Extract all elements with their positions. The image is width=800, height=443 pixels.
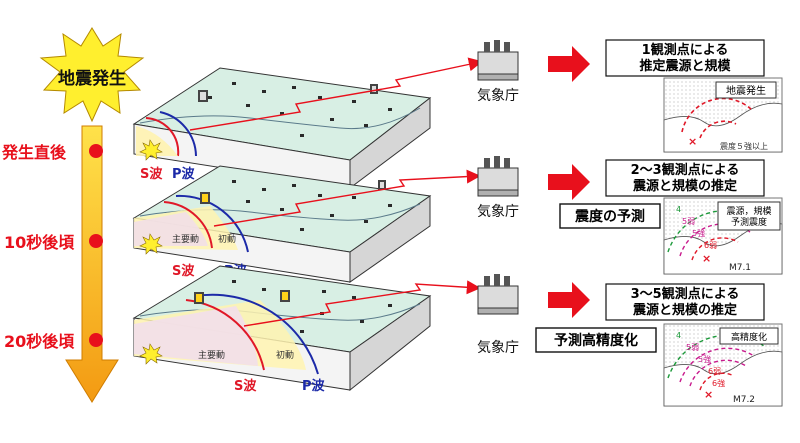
- prediction-box-3: 予測高精度化: [535, 327, 657, 353]
- main-motion-label-2: 主要動: [172, 233, 199, 245]
- p-wave-front-1: [159, 111, 197, 157]
- timeline-dot-1: [89, 144, 103, 158]
- p-wave-front-3: [195, 293, 319, 375]
- result-title-3-line-2: 震源と規模の推定: [632, 302, 737, 318]
- panel-2: 主要動 初動 S波 P波 気象庁 2～3観測点による 震源と規模の推定 震度の予…: [132, 156, 783, 283]
- map-level-2-b: 5弱: [682, 217, 695, 226]
- stage-label-3: 20秒後頃: [4, 332, 75, 351]
- timeline-dot-2: [89, 234, 103, 248]
- map-level-3-a: 4: [676, 331, 681, 340]
- initial-motion-label-3: 初動: [276, 349, 294, 361]
- result-arrow-1: [548, 46, 590, 82]
- prediction-label-3: 予測高精度化: [554, 332, 638, 349]
- seismometer-icon-3: [194, 292, 204, 304]
- map-level-3-b: 5弱: [686, 343, 699, 352]
- epicenter-icon-1: [139, 139, 163, 161]
- agency-label-2: 気象庁: [477, 204, 519, 220]
- p-wave-front-2: [175, 194, 249, 253]
- map-1: × 地震発生 震度５強以上: [663, 77, 783, 153]
- seismometer-icon-1b: [370, 84, 378, 94]
- map-badge-2: 震源，規模予測震度: [726, 206, 771, 228]
- timeline-arrow: [65, 125, 119, 403]
- p-wave-label-1: P波: [172, 166, 196, 182]
- panel-1: S波 P波 気象庁 1観測点による 推定震源と規模 × 地震発生 震度５強以上: [132, 39, 783, 189]
- s-wave-front-1: [145, 117, 180, 157]
- seismometer-icon-2b: [378, 180, 386, 190]
- timeline: 地震発生 発生直後 10秒後頃 20秒後頃: [1, 27, 145, 403]
- result-title-2-line-2: 震源と規模の推定: [632, 178, 737, 194]
- magnitude-2: M7.1: [729, 263, 751, 273]
- result-title-3-line-1: 3～5観測点による: [631, 286, 740, 302]
- signal-line-2: [213, 169, 481, 227]
- s-wave-front-2: [163, 201, 213, 249]
- map-2: 4 5弱 5強 6弱 × 震源，規模予測震度 M7.1: [663, 197, 783, 275]
- signal-line-1: [189, 57, 483, 131]
- result-arrow-3: [548, 282, 590, 318]
- result-card-1: 1観測点による 推定震源と規模: [605, 39, 765, 77]
- s-wave-label-3: S波: [234, 378, 257, 394]
- map-level-2-d: 6弱: [704, 241, 717, 250]
- result-card-3: 3～5観測点による 震源と規模の推定: [605, 283, 765, 321]
- map-level-3-e: 6強: [712, 378, 725, 388]
- main-motion-label-3: 主要動: [198, 349, 225, 361]
- epicenter-mark-2: ×: [702, 252, 711, 265]
- epicenter-icon-3: [139, 343, 163, 365]
- map-contour-1: [681, 97, 753, 133]
- jma-server-icon-2: [477, 156, 519, 197]
- agency-label-3: 気象庁: [477, 340, 519, 356]
- station-dots-1: [208, 82, 392, 137]
- magnitude-3: M7.2: [733, 395, 755, 405]
- panel-3: 主要動 初動 S波 P波 気象庁 3～5観測点による 震源と規模の推定 予測高精…: [132, 265, 783, 407]
- map-level-3-c: 5強: [698, 354, 711, 364]
- jma-server-icon-3: [477, 274, 519, 315]
- result-title-2-line-1: 2～3観測点による: [631, 162, 740, 178]
- result-arrow-2: [548, 164, 590, 200]
- map-level-2-c: 5強: [692, 228, 705, 238]
- epicenter-mark-1: ×: [688, 135, 697, 148]
- result-title-1-line-1: 1観測点による: [642, 42, 729, 58]
- seismometer-icon-1: [198, 90, 208, 102]
- terrain-block-1: [132, 57, 483, 189]
- stage-label-1: 発生直後: [1, 143, 67, 162]
- epicenter-mark-3: ×: [704, 388, 713, 401]
- map-note-1: 震度５強以上: [720, 141, 768, 151]
- initial-motion-label-2: 初動: [218, 233, 236, 245]
- burst-label: 地震発生: [58, 68, 126, 89]
- jma-server-icon-1: [477, 40, 519, 81]
- epicenter-icon-2: [139, 233, 163, 255]
- earthquake-burst-icon: [39, 27, 145, 123]
- signal-line-3: [243, 280, 481, 327]
- prediction-box-2: 震度の予測: [559, 203, 661, 229]
- terrain-block-2: 主要動 初動: [132, 165, 481, 283]
- seismometer-icon-3b: [280, 290, 290, 302]
- s-wave-label-2: S波: [172, 263, 195, 279]
- station-dots-2: [232, 180, 392, 231]
- terrain-block-3: 主要動 初動: [132, 265, 481, 392]
- prediction-label-2: 震度の予測: [574, 208, 645, 225]
- s-wave-label-1: S波: [140, 166, 163, 182]
- stage-label-2: 10秒後頃: [4, 233, 75, 252]
- map-level-3-d: 6弱: [708, 367, 721, 376]
- result-card-2: 2～3観測点による 震源と規模の推定: [605, 159, 765, 197]
- result-title-1-line-2: 推定震源と規模: [639, 58, 731, 74]
- agency-label-1: 気象庁: [477, 88, 519, 104]
- map-badge-3: 高精度化: [731, 331, 767, 343]
- map-3: 4 5弱 5強 6弱 6強 × 高精度化 M7.2: [663, 323, 783, 407]
- p-wave-label-3: P波: [302, 378, 326, 394]
- map-level-2-a: 4: [676, 205, 681, 214]
- map-badge-1: 地震発生: [726, 84, 766, 97]
- seismometer-icon-2: [200, 192, 210, 204]
- timeline-dot-3: [89, 333, 103, 347]
